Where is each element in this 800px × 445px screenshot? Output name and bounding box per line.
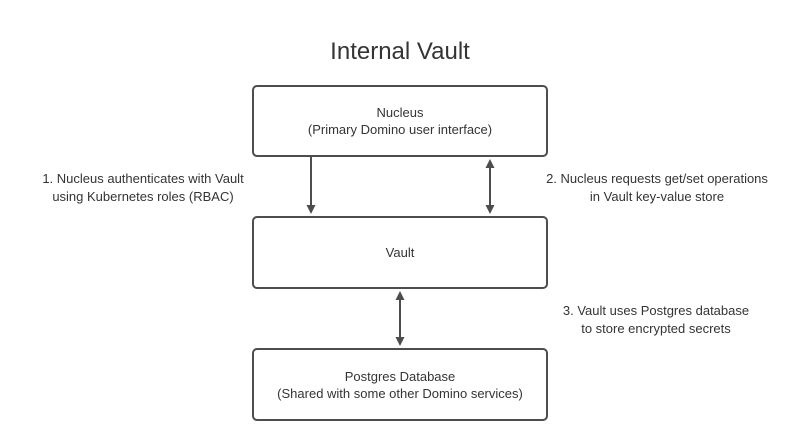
node-postgres: Postgres Database (Shared with some othe… — [252, 348, 548, 421]
edge-nucleus-vault-ops — [485, 159, 495, 214]
annotation-storage-line1: 3. Vault uses Postgres database — [562, 303, 750, 318]
annotation-ops-line1: 2. Nucleus requests get/set operations — [546, 171, 768, 186]
node-postgres-title: Postgres Database — [344, 368, 456, 384]
arrow-down-icon — [306, 205, 316, 214]
node-postgres-subtitle: (Shared with some other Domino services) — [277, 385, 523, 401]
diagram-title: Internal Vault — [330, 38, 470, 65]
edge-vault-postgres — [395, 291, 405, 346]
edge-nucleus-vault-auth — [306, 157, 316, 214]
node-nucleus-subtitle: (Primary Domino user interface) — [307, 122, 493, 137]
node-vault: Vault — [252, 216, 548, 289]
annotation-ops: 2. Nucleus requests get/set operations i… — [532, 170, 782, 205]
node-nucleus: Nucleus (Primary Domino user interface) — [252, 85, 548, 157]
annotation-auth-line1: 1. Nucleus authenticates with Vault — [42, 171, 244, 186]
annotation-storage-line2: to store encrypted secrets — [581, 320, 731, 336]
annotation-auth-line2: using Kubernetes roles (RBAC) — [52, 188, 234, 204]
node-nucleus-title: Nucleus — [376, 105, 424, 120]
arrow-down-icon — [395, 337, 405, 346]
arrow-up-icon — [395, 291, 405, 300]
annotation-auth: 1. Nucleus authenticates with Vault usin… — [18, 170, 268, 205]
arrow-up-icon — [485, 159, 495, 168]
node-vault-title: Vault — [385, 245, 415, 260]
annotation-ops-line2: in Vault key-value store — [589, 188, 725, 204]
arrow-down-icon — [485, 205, 495, 214]
annotation-storage: 3. Vault uses Postgres database to store… — [531, 302, 781, 337]
